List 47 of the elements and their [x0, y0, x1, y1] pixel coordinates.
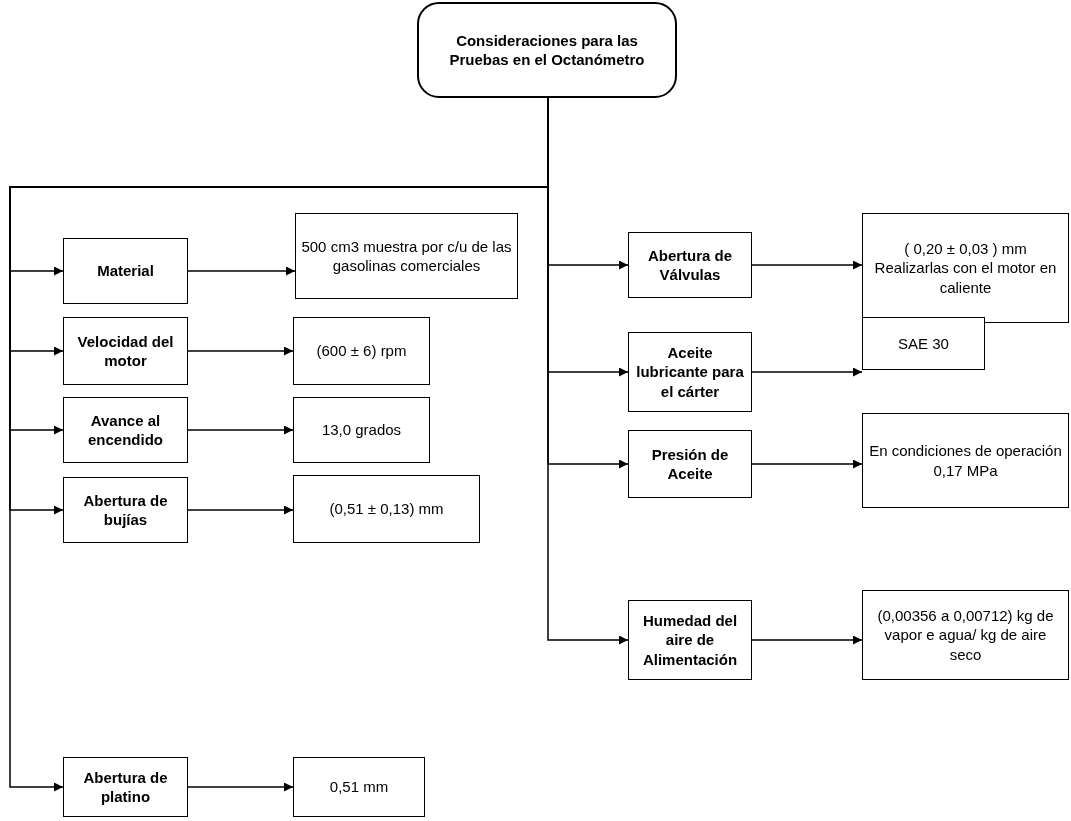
category-label: Abertura de Válvulas [646, 245, 734, 285]
arrow [187, 782, 294, 792]
value-text: 13,0 grados [321, 420, 402, 440]
category-box [63, 757, 188, 817]
arrow [187, 425, 294, 435]
value-box [862, 213, 1069, 323]
arrow [751, 635, 863, 645]
value-text: ( 0,20 ± 0,03 ) mm Realizarlas con el motor en caliente [873, 238, 1058, 298]
category-box [628, 232, 752, 298]
value-text: 500 cm3 muestra por c/u de las gasolinas comerciales [300, 236, 513, 276]
category-box [63, 317, 188, 385]
category-label: Humedad del aire de Alimentación [641, 610, 739, 670]
category-label: Velocidad del motor [76, 331, 175, 371]
category-box [628, 430, 752, 498]
category-label: Abertura de bujías [82, 490, 169, 530]
value-box [293, 317, 430, 385]
value-text: En condiciones de operación 0,17 MPa [868, 441, 1063, 480]
value-box [293, 757, 425, 817]
category-box [63, 477, 188, 543]
value-box [862, 317, 985, 370]
arrow [751, 367, 863, 377]
category-label: Avance al encendido [87, 410, 164, 450]
category-label: Aceite lubricante para el cárter [635, 342, 745, 402]
value-text: SAE 30 [898, 333, 949, 354]
arrow [187, 266, 296, 276]
category-label: Abertura de platino [82, 767, 169, 807]
value-text: (0,51 ± 0,13) mm [329, 499, 444, 519]
category-box [628, 332, 752, 412]
value-box [295, 213, 518, 299]
value-box [862, 590, 1069, 680]
category-box [628, 600, 752, 680]
node-label: Consideraciones para las Pruebas en el Octanómetro [449, 30, 645, 70]
value-box [293, 475, 480, 543]
title-box [417, 2, 677, 98]
value-text: (600 ± 6) rpm [316, 341, 407, 361]
value-text: (0,00356 a 0,00712) kg de vapor e agua/ kg de aire seco [876, 605, 1055, 665]
category-box [63, 238, 188, 304]
category-label: Presión de Aceite [650, 444, 730, 484]
arrow [187, 346, 294, 356]
value-box [862, 413, 1069, 508]
arrow [751, 260, 863, 270]
category-box [63, 397, 188, 463]
category-label: Material [97, 261, 154, 281]
value-box [293, 397, 430, 463]
value-text: 0,51 mm [329, 777, 389, 797]
arrow [187, 505, 294, 515]
arrow [751, 459, 863, 469]
